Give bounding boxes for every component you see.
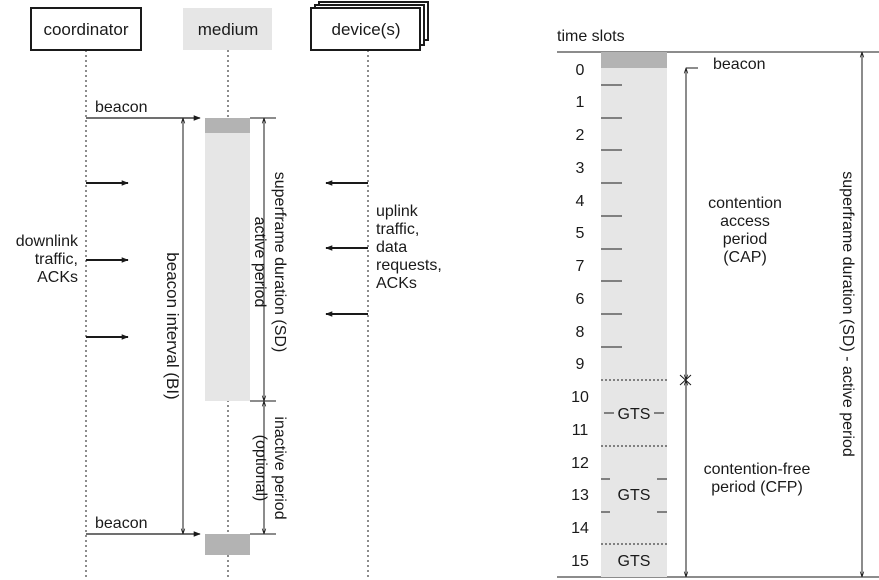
medium-label: medium [198,20,258,39]
slot-number: 11 [572,422,589,439]
svg-text:traffic,: traffic, [376,221,419,238]
slot-number: 12 [571,455,589,472]
slot-number: 10 [571,389,589,406]
beacon-bottom-label: beacon [95,515,148,532]
slot-number: 8 [576,324,585,341]
inactive-label-line1: inactive period [271,416,288,519]
devices-label: device(s) [332,20,401,39]
slot-numbers: 0 1 2 3 4 5 7 6 8 9 10 11 12 13 14 15 [571,62,589,570]
slot-number: 5 [576,225,585,242]
left-sequence-diagram: coordinator medium device(s) beacon beac… [16,1,442,578]
beacon-slot [601,52,667,68]
beacon-label: beacon [713,56,766,73]
slot-number: 7 [576,258,585,275]
gts-label: GTS [618,487,651,504]
slot-ticks [601,84,667,513]
beacon-top-label: beacon [95,99,148,116]
devices-box-stack [310,1,429,51]
slot-number: 0 [576,62,585,79]
cap-label: contention access period (CAP) [708,195,782,266]
svg-text:contention: contention [708,195,782,212]
right-slot-diagram: time slots 0 1 2 3 4 5 7 6 8 9 10 11 12 … [557,28,879,577]
svg-text:access: access [720,213,770,230]
slot-dividers [601,379,667,545]
slot-number: 2 [576,127,585,144]
medium-beacon-slot-bottom [205,534,250,555]
slot-number: 14 [571,520,589,537]
sd-label-line1: superframe duration (SD) [271,172,288,353]
time-slots-title: time slots [557,28,625,45]
downlink-label: downlink traffic, ACKs [16,233,79,286]
inactive-label-line2: (optional) [252,435,269,502]
coordinator-label: coordinator [43,20,128,39]
slot-number: 1 [576,94,585,111]
medium-beacon-slot-top [205,118,250,133]
slot-number: 3 [576,160,585,177]
sd-vertical-label: superframe duration (SD) - active period [839,171,856,456]
cfp-label: contention-free period (CFP) [704,461,811,496]
coordinator-box [30,7,142,51]
slot-number: 15 [571,553,589,570]
slot-number: 13 [571,487,589,504]
svg-text:uplink: uplink [376,203,419,220]
gts-label: GTS [618,553,651,570]
svg-text:period: period [723,231,767,248]
svg-text:downlink: downlink [16,233,79,250]
sd-label-line2: active period [251,217,268,308]
slot-number: 4 [576,193,585,210]
beacon-interval-label: beacon interval (BI) [163,252,182,399]
slot-number: 6 [576,291,585,308]
svg-text:contention-free: contention-free [704,461,811,478]
medium-box [183,8,272,50]
svg-text:data: data [376,239,407,256]
svg-text:requests,: requests, [376,257,442,274]
gts-labels: GTS GTS GTS [604,406,664,570]
svg-text:(CAP): (CAP) [723,249,767,266]
svg-text:traffic,: traffic, [35,251,78,268]
gts-label: GTS [618,406,651,423]
uplink-label: uplink traffic, data requests, ACKs [376,203,442,292]
svg-text:ACKs: ACKs [37,269,78,286]
slot-number: 9 [576,356,585,373]
svg-text:period (CFP): period (CFP) [711,479,803,496]
medium-active-period [205,118,250,401]
svg-text:ACKs: ACKs [376,275,417,292]
